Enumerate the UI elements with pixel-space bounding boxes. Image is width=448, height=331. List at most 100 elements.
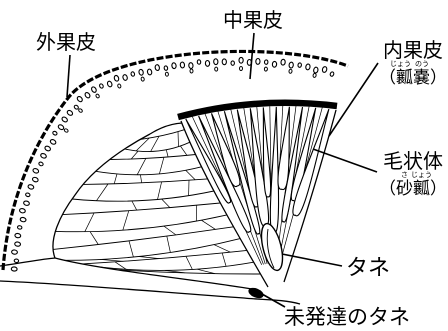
oil-gland: [155, 64, 160, 70]
oil-gland: [74, 105, 80, 110]
vein: [96, 167, 202, 175]
oil-gland: [289, 69, 292, 73]
oil-gland: [298, 63, 302, 68]
cross-vein: [186, 256, 192, 269]
oil-gland: [25, 193, 30, 198]
cross-vein: [129, 241, 133, 257]
endocarp-ruby-1: じょう: [390, 61, 411, 68]
oil-gland: [165, 72, 169, 76]
cross-vein: [131, 151, 138, 159]
cross-vein: [162, 199, 170, 208]
cross-vein: [151, 136, 159, 151]
cross-vein: [166, 150, 168, 157]
oil-gland: [222, 59, 226, 65]
cross-vein: [96, 184, 108, 201]
oil-gland: [172, 63, 177, 69]
oil-gland: [231, 61, 234, 65]
endocarp-label: 内果皮: [378, 40, 448, 60]
cross-vein: [214, 245, 230, 253]
oil-gland: [264, 67, 267, 71]
cross-vein: [100, 259, 124, 261]
oil-gland: [32, 168, 39, 174]
juice-vesicle: [270, 107, 278, 233]
cross-vein: [222, 253, 226, 266]
oil-gland: [215, 67, 218, 71]
oil-gland: [17, 225, 22, 229]
seed-label: タネ: [346, 258, 390, 280]
cross-vein: [159, 157, 164, 174]
oil-gland: [141, 77, 145, 82]
oil-gland: [107, 81, 113, 88]
oil-gland: [52, 131, 58, 136]
oil-gland: [138, 69, 143, 76]
oil-gland: [197, 60, 201, 65]
oil-gland: [66, 109, 73, 116]
cross-vein: [85, 213, 94, 232]
oil-gland: [189, 63, 194, 69]
endocarp-alias-label: （瓤嚢）: [378, 70, 448, 87]
oil-gland: [38, 161, 43, 166]
oil-gland: [23, 200, 30, 206]
juice-vesicles-ruby-2: じょう: [411, 172, 432, 179]
oil-gland: [64, 128, 69, 133]
oil-gland: [76, 96, 83, 103]
core-line-left: [0, 258, 55, 266]
juice-vesicles: [186, 106, 329, 265]
endocarp-ruby-2: のう: [415, 61, 429, 68]
oil-gland: [256, 58, 260, 64]
oil-gland: [40, 153, 47, 159]
oil-gland: [131, 71, 135, 76]
cross-vein: [90, 232, 98, 245]
adjacent-segment-top-edge: [150, 123, 182, 134]
vein: [110, 155, 196, 160]
oil-gland: [322, 66, 328, 73]
seed: [257, 222, 286, 273]
oil-gland: [122, 74, 128, 81]
oil-gland: [330, 71, 335, 76]
oil-gland: [272, 61, 277, 67]
oil-gland: [61, 116, 68, 123]
vein: [64, 239, 240, 261]
oil-gland: [180, 62, 185, 68]
oil-gland: [114, 75, 120, 82]
oil-gland: [313, 67, 318, 74]
oil-gland: [57, 124, 64, 131]
oil-gland: [32, 177, 39, 183]
cross-vein: [158, 182, 162, 200]
endocarp-leader-line: [329, 63, 378, 136]
vein: [82, 250, 247, 264]
undeveloped-seed-label: 未発達のタネ: [284, 307, 410, 328]
cross-vein: [139, 257, 160, 259]
juice-vesicle: [278, 107, 289, 190]
exocarp-leader-line: [67, 55, 70, 97]
oil-gland: [15, 233, 21, 238]
oil-gland: [214, 59, 218, 65]
cross-vein: [178, 132, 179, 147]
oil-gland: [44, 145, 51, 151]
oil-gland: [117, 84, 121, 89]
peel: [3, 51, 348, 272]
oil-gland: [147, 69, 152, 76]
vein: [55, 215, 227, 232]
juice-vesicle: [263, 107, 270, 197]
oil-gland: [95, 94, 100, 99]
oil-gland: [264, 60, 268, 65]
oil-gland: [305, 64, 310, 70]
oil-gland: [11, 250, 17, 255]
oil-gland: [313, 73, 317, 78]
cross-vein: [164, 226, 176, 235]
oil-gland: [20, 217, 27, 222]
cross-vein: [114, 174, 117, 184]
oil-gland: [239, 66, 242, 70]
mesocarp-label: 中果皮: [223, 10, 283, 30]
oil-gland: [91, 86, 98, 93]
cross-vein: [140, 175, 141, 183]
cross-vein: [132, 201, 137, 210]
oil-gland: [50, 139, 57, 146]
cross-vein: [180, 146, 187, 155]
oil-gland: [281, 59, 286, 65]
oil-gland: [84, 92, 91, 99]
exocarp-label: 外果皮: [36, 32, 96, 52]
oil-gland: [205, 60, 210, 66]
